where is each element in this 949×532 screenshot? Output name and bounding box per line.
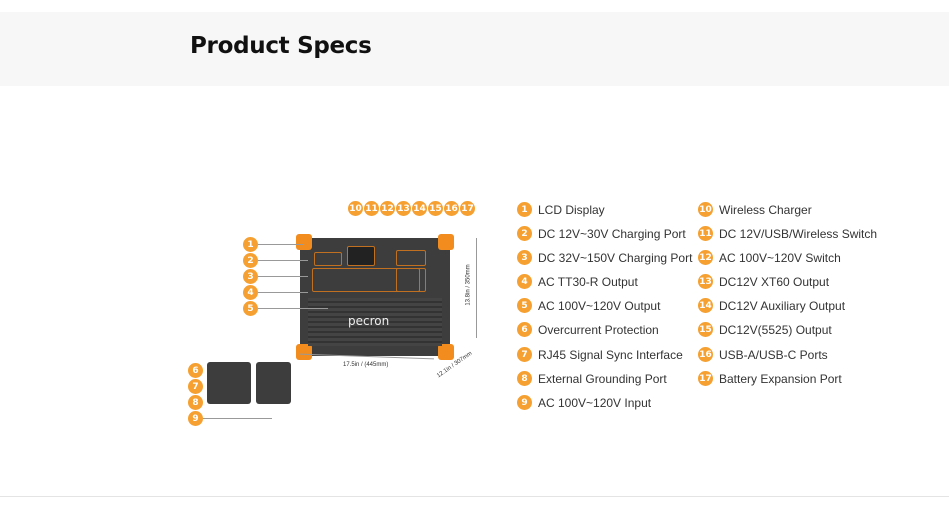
callout-3: 3: [243, 269, 258, 284]
spec-number: 9: [517, 395, 532, 410]
spec-item: 5 AC 100V~120V Output: [517, 298, 660, 313]
width-dimension: 17.5in / (445mm): [343, 362, 389, 368]
spec-item: 10 Wireless Charger: [698, 202, 812, 217]
spec-label: AC 100V~120V Input: [538, 395, 652, 410]
spec-label: Wireless Charger: [719, 202, 812, 217]
spec-number: 1: [517, 202, 532, 217]
spec-item: 9 AC 100V~120V Input: [517, 395, 651, 410]
spec-item: 14 DC12V Auxiliary Output: [698, 298, 845, 313]
callout-10: 10: [348, 201, 363, 216]
spec-label: DC12V Auxiliary Output: [719, 298, 846, 313]
spec-label: Battery Expansion Port: [719, 371, 842, 386]
power-station: pecron: [296, 234, 454, 360]
side-panel-left: [207, 362, 251, 404]
spec-label: LCD Display: [538, 202, 605, 217]
spec-number: 2: [517, 226, 532, 241]
spec-item: 13 DC12V XT60 Output: [698, 274, 829, 289]
spec-item: 2 DC 12V~30V Charging Port: [517, 226, 686, 241]
callout-12: 12: [380, 201, 395, 216]
callout-5: 5: [243, 301, 258, 316]
spec-label: AC 100V~120V Output: [538, 298, 661, 313]
divider: [0, 496, 949, 497]
spec-label: External Grounding Port: [538, 371, 667, 386]
spec-item: 15 DC12V(5525) Output: [698, 322, 832, 337]
spec-label: DC12V(5525) Output: [719, 322, 832, 337]
callout-6: 6: [188, 363, 203, 378]
spec-item: 4 AC TT30-R Output: [517, 274, 638, 289]
spec-item: 17 Battery Expansion Port: [698, 371, 842, 386]
callout-16: 16: [444, 201, 459, 216]
spec-label: RJ45 Signal Sync Interface: [538, 347, 683, 362]
spec-number: 3: [517, 250, 532, 265]
spec-item: 1 LCD Display: [517, 202, 605, 217]
callout-9: 9: [188, 411, 203, 426]
spec-item: 11 DC 12V/USB/Wireless Switch: [698, 226, 877, 241]
spec-number: 6: [517, 322, 532, 337]
spec-number: 4: [517, 274, 532, 289]
spec-number: 12: [698, 250, 713, 265]
spec-label: DC 12V/USB/Wireless Switch: [719, 226, 878, 241]
spec-item: 3 DC 32V~150V Charging Port: [517, 250, 692, 265]
spec-label: DC12V XT60 Output: [719, 274, 830, 289]
callout-17: 17: [460, 201, 475, 216]
spec-number: 10: [698, 202, 713, 217]
height-dimension: 13.8in / 350mm: [465, 264, 472, 306]
spec-number: 14: [698, 298, 713, 313]
callout-2: 2: [243, 253, 258, 268]
callout-15: 15: [428, 201, 443, 216]
spec-number: 13: [698, 274, 713, 289]
side-panel-right: [256, 362, 291, 404]
brand-logo: pecron: [348, 314, 390, 328]
spec-number: 8: [517, 371, 532, 386]
spec-number: 16: [698, 347, 713, 362]
spec-label: Overcurrent Protection: [538, 322, 659, 337]
spec-number: 17: [698, 371, 713, 386]
header-band: [0, 12, 949, 86]
spec-item: 16 USB-A/USB-C Ports: [698, 347, 828, 362]
spec-label: DC 32V~150V Charging Port: [538, 250, 693, 265]
spec-number: 5: [517, 298, 532, 313]
spec-label: DC 12V~30V Charging Port: [538, 226, 686, 241]
spec-label: AC 100V~120V Switch: [719, 250, 841, 265]
spec-item: 6 Overcurrent Protection: [517, 322, 659, 337]
spec-label: USB-A/USB-C Ports: [719, 347, 828, 362]
callout-7: 7: [188, 379, 203, 394]
callout-11: 11: [364, 201, 379, 216]
spec-item: 12 AC 100V~120V Switch: [698, 250, 841, 265]
callout-1: 1: [243, 237, 258, 252]
callout-8: 8: [188, 395, 203, 410]
callout-13: 13: [396, 201, 411, 216]
spec-number: 11: [698, 226, 713, 241]
spec-number: 15: [698, 322, 713, 337]
callout-14: 14: [412, 201, 427, 216]
spec-number: 7: [517, 347, 532, 362]
spec-item: 7 RJ45 Signal Sync Interface: [517, 347, 683, 362]
callout-4: 4: [243, 285, 258, 300]
page-title: Product Specs: [190, 33, 372, 59]
spec-item: 8 External Grounding Port: [517, 371, 667, 386]
spec-label: AC TT30-R Output: [538, 274, 638, 289]
